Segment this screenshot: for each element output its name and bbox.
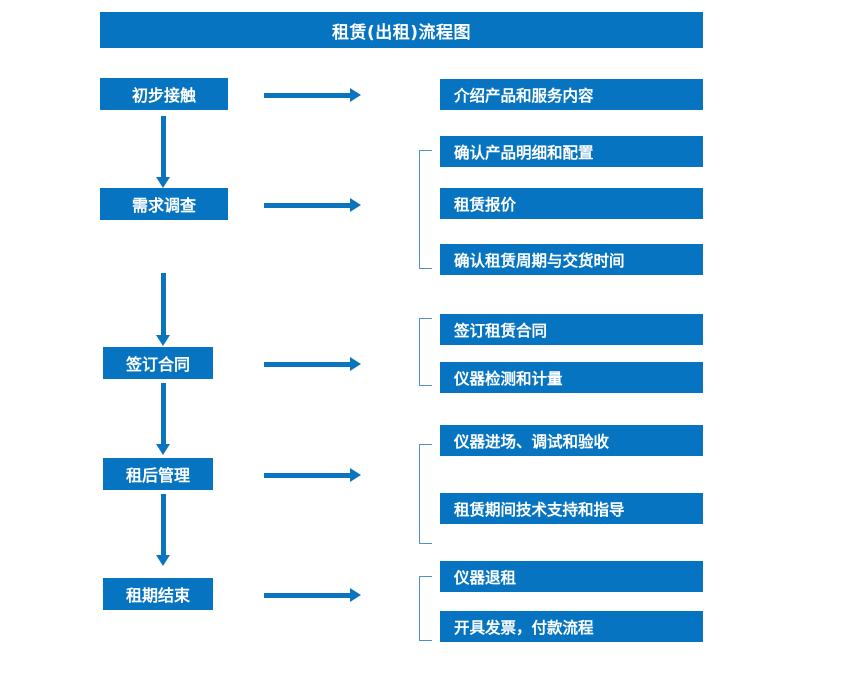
stage-box-5[interactable]: 租期结束 (103, 578, 213, 610)
arrow-stem (161, 273, 166, 335)
arrow-stem (264, 93, 350, 98)
arrow-down-3-4 (156, 383, 170, 455)
detail-box-2-1[interactable]: 确认产品明细和配置 (440, 136, 703, 167)
arrow-head (156, 335, 170, 346)
detail-box-3-1[interactable]: 签订租赁合同 (440, 314, 703, 345)
arrow-stem (264, 593, 350, 598)
detail-box-2-3[interactable]: 确认租赁周期与交货时间 (440, 244, 703, 275)
group-bracket-2 (419, 150, 432, 269)
arrow-head (350, 198, 361, 212)
arrow-right-5 (264, 588, 361, 602)
detail-box-5-2[interactable]: 开具发票，付款流程 (440, 611, 703, 642)
stage-box-2[interactable]: 需求调查 (100, 188, 228, 220)
group-bracket-4 (419, 444, 432, 544)
stage-box-1[interactable]: 初步接触 (100, 78, 228, 110)
stage-box-4[interactable]: 租后管理 (103, 458, 213, 490)
arrow-head (350, 357, 361, 371)
arrow-down-4-5 (156, 494, 170, 566)
detail-box-3-2[interactable]: 仪器检测和计量 (440, 362, 703, 393)
arrow-stem (161, 116, 166, 177)
page-title: 租赁(出租)流程图 (100, 12, 703, 48)
arrow-stem (264, 203, 350, 208)
arrow-head (156, 555, 170, 566)
detail-box-1-1[interactable]: 介绍产品和服务内容 (440, 79, 703, 110)
arrow-head (156, 177, 170, 188)
arrow-down-1-2 (156, 116, 170, 188)
arrow-right-4 (264, 468, 361, 482)
detail-box-2-2[interactable]: 租赁报价 (440, 188, 703, 219)
arrow-down-2-3 (156, 273, 170, 346)
arrow-stem (161, 494, 166, 555)
detail-box-5-1[interactable]: 仪器退租 (440, 561, 703, 592)
arrow-head (350, 468, 361, 482)
arrow-stem (161, 383, 166, 444)
group-bracket-5 (419, 576, 432, 641)
arrow-right-3 (264, 357, 361, 371)
arrow-head (156, 444, 170, 455)
arrow-head (350, 588, 361, 602)
detail-box-4-2[interactable]: 租赁期间技术支持和指导 (440, 493, 703, 524)
arrow-right-1 (264, 88, 361, 102)
arrow-stem (264, 362, 350, 367)
arrow-stem (264, 473, 350, 478)
arrow-head (350, 88, 361, 102)
group-bracket-3 (419, 318, 432, 386)
arrow-right-2 (264, 198, 361, 212)
detail-box-4-1[interactable]: 仪器进场、调试和验收 (440, 425, 703, 456)
stage-box-3[interactable]: 签订合同 (103, 347, 213, 379)
